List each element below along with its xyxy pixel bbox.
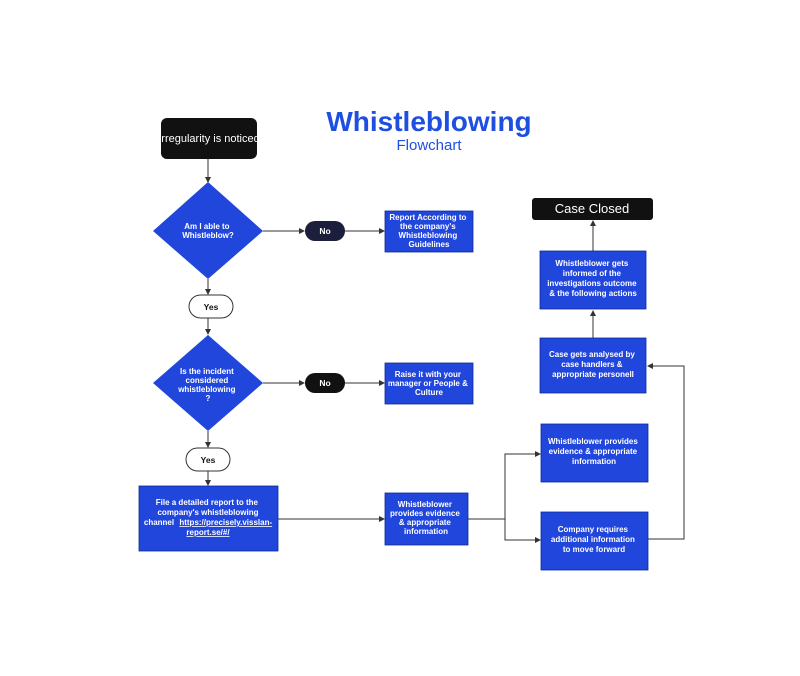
svg-text:Whistleblower provides e: Whistleblower provides evidence & approp… — [390, 500, 462, 536]
whistleblowing-channel-link-cont[interactable]: report.se/#/ — [186, 528, 230, 537]
svg-text:Is the incident consider: Is the incident considered whistleblowin… — [177, 367, 238, 403]
pill-no-1: No — [305, 221, 345, 241]
edges — [205, 159, 685, 543]
node-case-closed: Case Closed — [532, 198, 653, 220]
provides2-line-1: Whistleblower provides — [548, 437, 638, 446]
q1-line-2: Whistleblow? — [182, 231, 234, 240]
page-title: Whistleblowing — [326, 106, 531, 137]
analysed-line-3: appropriate personell — [552, 370, 634, 379]
edge-requires-provides2 — [504, 451, 541, 519]
raise-line-3: Culture — [415, 388, 444, 397]
no2-label: No — [319, 378, 330, 388]
q2-line-2: considered — [186, 376, 229, 385]
whistleblowing-channel-link[interactable]: https://precisely.visslan- — [179, 518, 272, 527]
svg-text:channel https://precisel: channel https://precisely.visslan- — [144, 518, 273, 527]
provides1-line-2: provides evidence — [390, 509, 460, 518]
no1-label: No — [319, 226, 330, 236]
raise-line-2: manager or People & — [388, 379, 468, 388]
guidelines-line-4: Guidelines — [409, 240, 450, 249]
informed-line-2: informed of the — [563, 269, 622, 278]
node-report-guidelines: Report According to the company's Whistl… — [384, 210, 474, 253]
informed-line-3: investigations outcome — [547, 279, 637, 288]
raise-line-1: Raise it with your — [395, 370, 461, 379]
node-whistleblower-provides-evidence-2: Whistleblower provides evidence & approp… — [540, 423, 649, 483]
provides1-line-3: & appropriate — [399, 518, 452, 527]
svg-text:Raise it with your manag: Raise it with your manager or People & C… — [388, 370, 470, 397]
pill-yes-2: Yes — [185, 447, 231, 472]
svg-text:Irregularity is noticed: Irregularity is noticed — [158, 133, 260, 145]
node-start: Irregularity is noticed — [158, 118, 260, 159]
file-line-2: company's whistleblowing — [157, 508, 258, 517]
q1-line-1: Am I able to — [184, 222, 229, 231]
closed-label: Case Closed — [555, 201, 629, 216]
yes1-label: Yes — [204, 302, 219, 312]
provides2-line-3: information — [572, 457, 616, 466]
svg-text:Case gets analysed by ca: Case gets analysed by case handlers & ap… — [549, 350, 637, 379]
page-subtitle: Flowchart — [396, 137, 462, 154]
pill-no-2: No — [305, 373, 345, 393]
svg-text:File a detailed report to the: File a detailed report to the company's … — [156, 498, 260, 517]
svg-text:Whistleblower provides e: Whistleblower provides evidence & approp… — [548, 437, 640, 466]
node-whistleblower-informed: Whistleblower gets informed of the inves… — [539, 250, 647, 310]
provides1-line-1: Whistleblower — [398, 500, 452, 509]
yes2-label: Yes — [201, 455, 216, 465]
q2-line-1: Is the incident — [180, 367, 234, 376]
edge-provides2-analysed — [647, 363, 685, 540]
svg-text:Company requires additio: Company requires additional information … — [551, 525, 637, 554]
svg-text:Whistleblower gets infor: Whistleblower gets informed of the inves… — [547, 259, 639, 298]
q2-line-4: ? — [206, 394, 211, 403]
edge-provides1-requires — [468, 518, 541, 543]
node-whistleblower-provides-evidence-1: Whistleblower provides evidence & approp… — [384, 492, 469, 546]
requires-line-2: additional information — [551, 535, 635, 544]
q2-line-3: whistleblowing — [177, 385, 235, 394]
informed-line-1: Whistleblower gets — [555, 259, 628, 268]
svg-text:Am I able to Whistleblow: Am I able to Whistleblow? — [182, 222, 234, 240]
guidelines-line-3: Whistleblowing — [399, 231, 458, 240]
svg-text:Report According to the: Report According to the company's Whistl… — [389, 213, 468, 249]
decision-able-to-whistleblow: Am I able to Whistleblow? — [153, 182, 263, 279]
analysed-line-1: Case gets analysed by — [549, 350, 635, 359]
node-raise-with-manager: Raise it with your manager or People & C… — [384, 362, 474, 405]
start-label: Irregularity is noticed — [158, 133, 260, 145]
node-company-requires-info: Company requires additional information … — [540, 511, 649, 571]
guidelines-line-1: Report According to — [389, 213, 466, 222]
decision-considered-whistleblowing: Is the incident considered whistleblowin… — [153, 335, 263, 431]
node-case-analysed: Case gets analysed by case handlers & ap… — [539, 337, 647, 394]
file-line-3: channel — [144, 518, 174, 527]
requires-line-1: Company requires — [558, 525, 629, 534]
analysed-line-2: case handlers & — [561, 360, 623, 369]
pill-yes-1: Yes — [188, 294, 234, 319]
node-file-report: File a detailed report to the company's … — [138, 485, 279, 552]
provides1-line-4: information — [404, 527, 448, 536]
file-line-1: File a detailed report to the — [156, 498, 259, 507]
informed-line-4: & the following actions — [549, 289, 637, 298]
requires-line-3: to move forward — [563, 545, 625, 554]
guidelines-line-2: the company's — [400, 222, 456, 231]
provides2-line-2: evidence & appropriate — [549, 447, 638, 456]
